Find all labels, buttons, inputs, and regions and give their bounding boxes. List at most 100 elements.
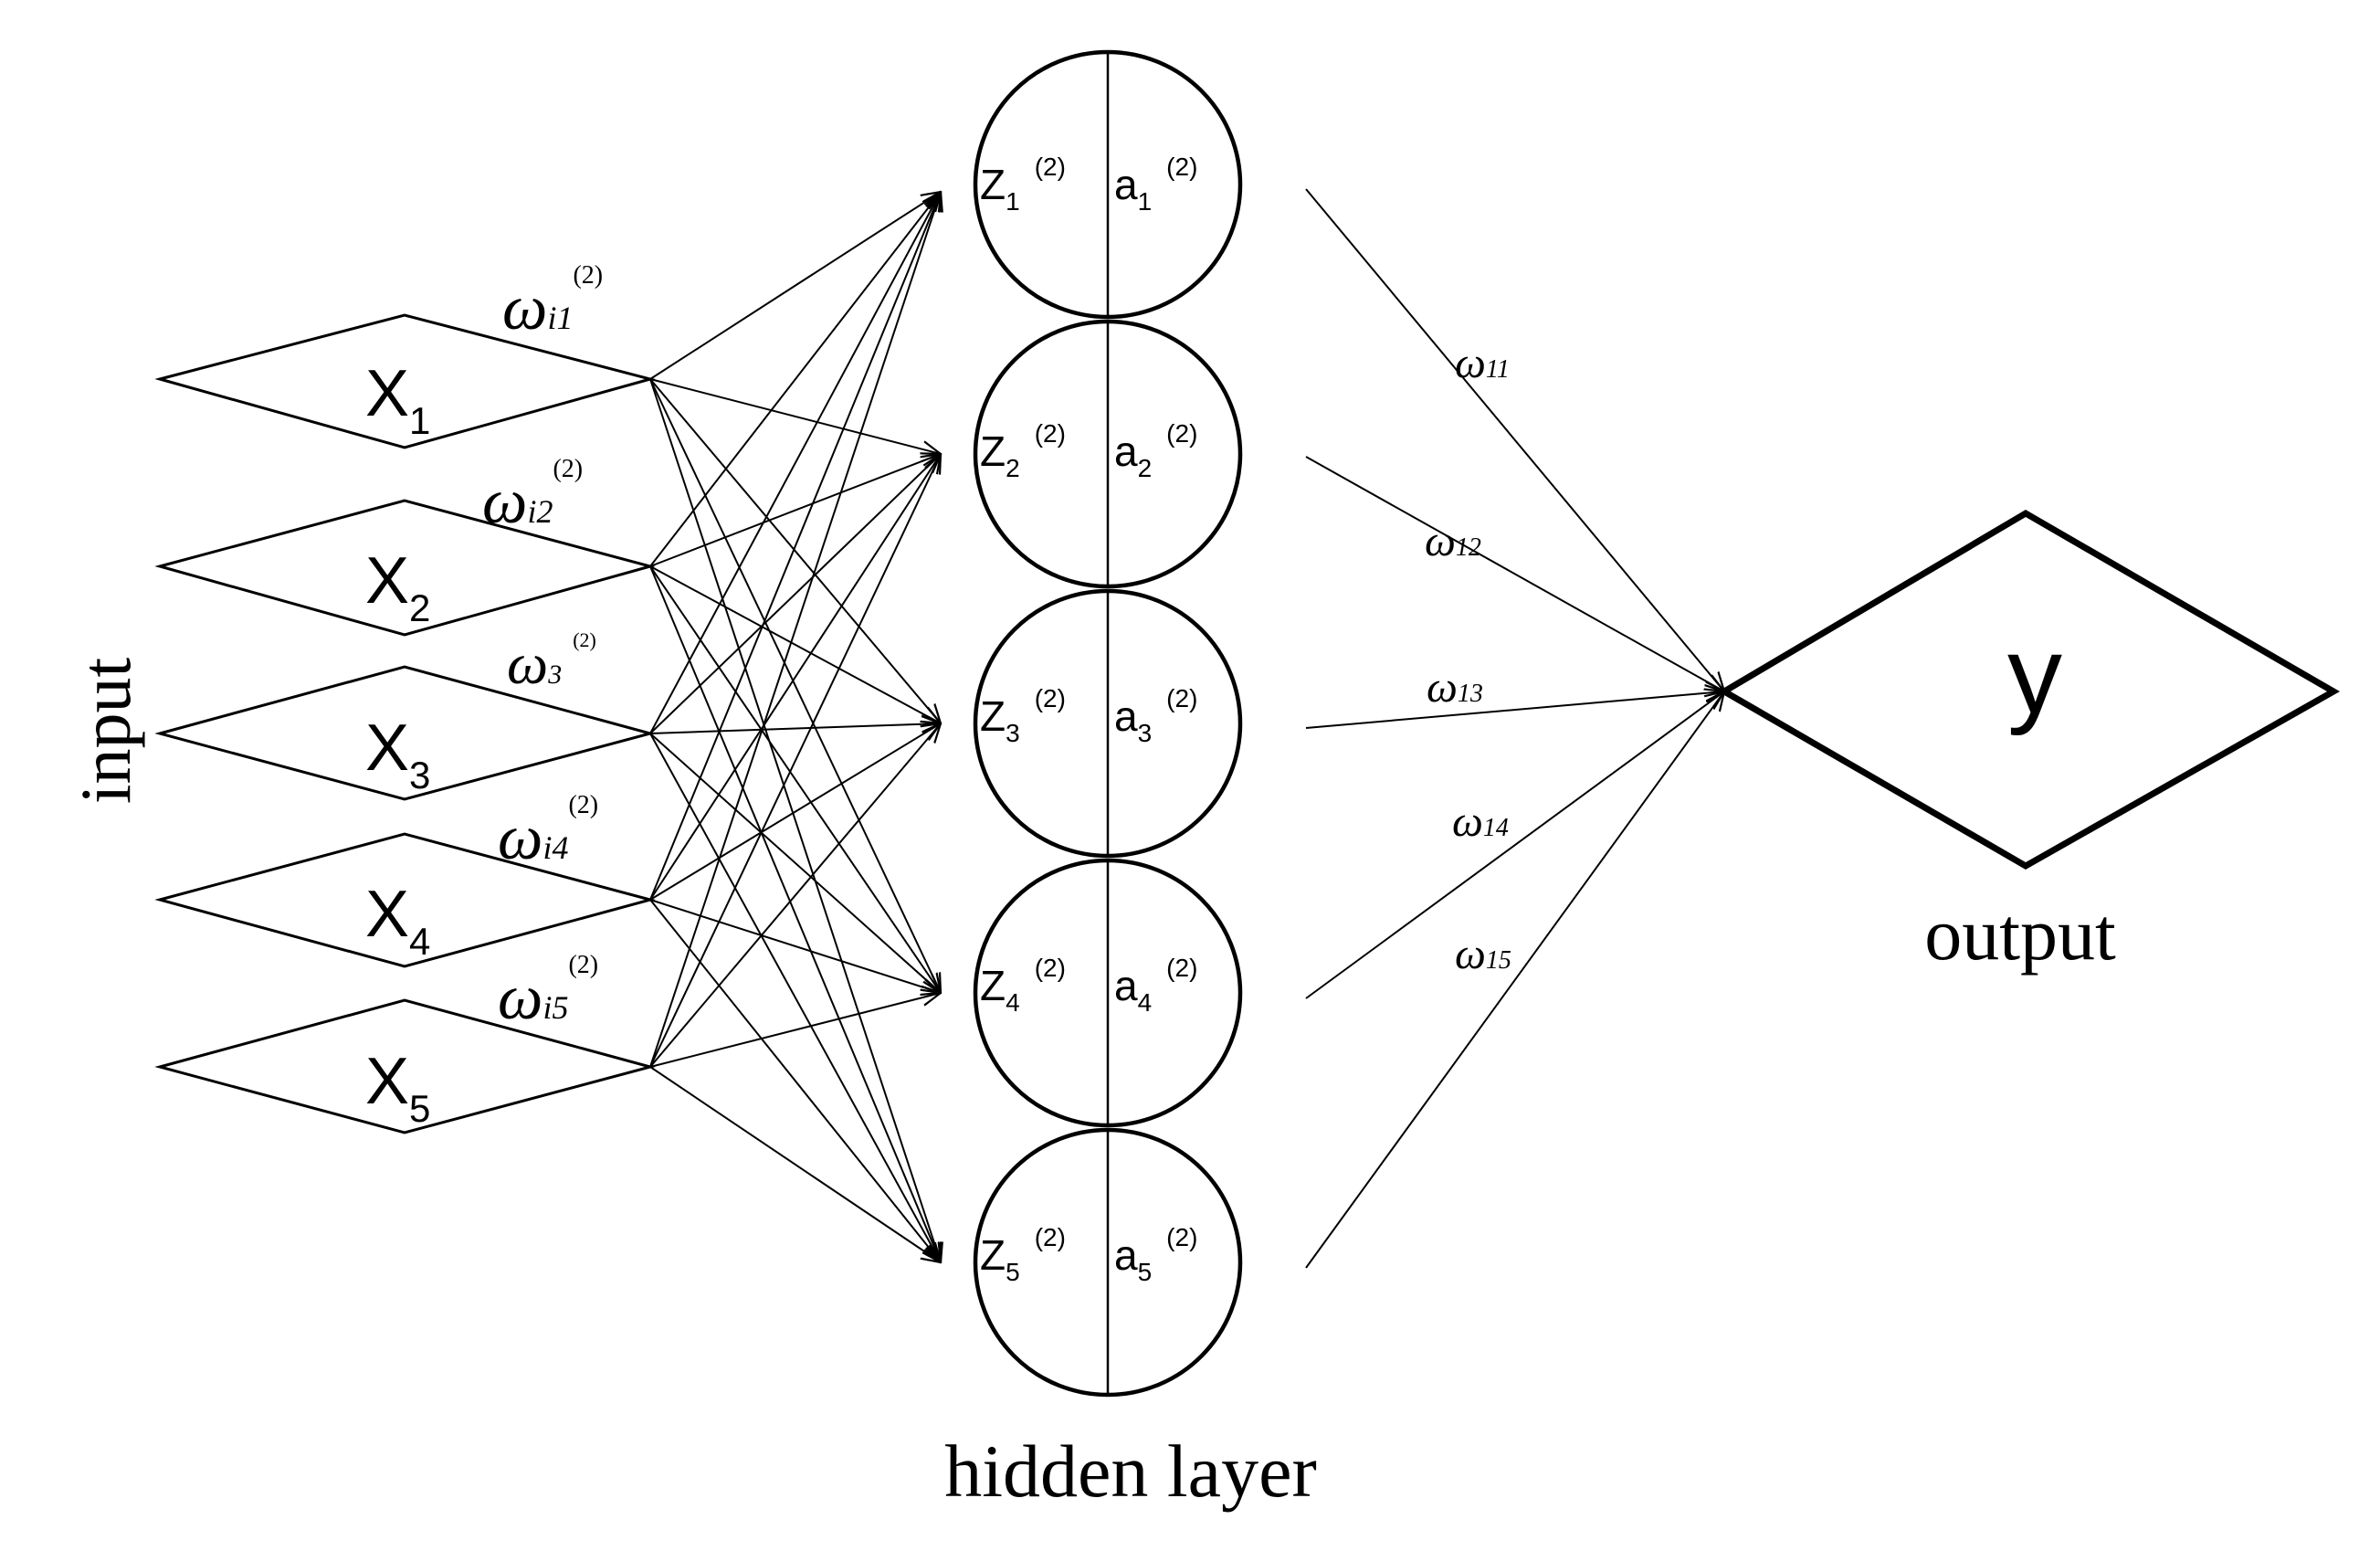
- input-hidden-arrow: [649, 378, 941, 1262]
- svg-text:X3: X3: [365, 712, 430, 797]
- svg-text:X4: X4: [365, 878, 430, 963]
- input-hidden-arrow: [649, 192, 941, 1068]
- input-weight-label: ωi2(2): [482, 455, 583, 537]
- input-diamond: [154, 313, 656, 449]
- input-hidden-arrow: [649, 378, 941, 993]
- a-superscript: (2): [1166, 153, 1197, 181]
- svg-text:X2: X2: [365, 544, 430, 629]
- z-label: Z: [980, 962, 1006, 1009]
- weight-symbol: ω: [482, 467, 527, 537]
- input-hidden-arrow: [649, 723, 941, 1068]
- input-node: X5: [154, 998, 656, 1134]
- input-hidden-arrow: [649, 993, 941, 1068]
- weight-superscript: (2): [553, 455, 583, 483]
- svg-text:a4(2): a4(2): [1114, 954, 1197, 1017]
- a-subscript: 1: [1138, 187, 1153, 216]
- input-node: X2: [154, 499, 656, 637]
- output-node: y: [1718, 509, 2341, 870]
- hidden-output-arrow: [1305, 456, 1724, 691]
- svg-text:X5: X5: [365, 1045, 430, 1130]
- hidden-neuron: Z2(2) a2(2): [973, 319, 1243, 589]
- input-hidden-arrow: [649, 733, 941, 1262]
- weight-subscript: 11: [1486, 355, 1510, 384]
- weight-subscript: 13: [1458, 680, 1483, 708]
- input-hidden-arrow: [649, 565, 941, 993]
- output-weight-label: ω15: [1455, 930, 1511, 978]
- a-subscript: 5: [1138, 1258, 1153, 1286]
- svg-text:Z3(2): Z3(2): [980, 684, 1066, 747]
- z-subscript: 1: [1006, 187, 1020, 216]
- weight-subscript: i1: [547, 300, 573, 336]
- weight-symbol: ω: [1455, 339, 1486, 387]
- a-label: a: [1114, 692, 1138, 740]
- z-superscript: (2): [1035, 419, 1066, 448]
- input-hidden-arrow: [649, 454, 941, 901]
- svg-text:a2(2): a2(2): [1114, 419, 1197, 482]
- hidden-neuron: Z1(2) a1(2): [973, 49, 1243, 320]
- z-label: Z: [980, 427, 1006, 475]
- hidden-output-arrow: [1305, 691, 1724, 1269]
- weight-superscript: (2): [568, 791, 598, 819]
- input-diamond: [154, 499, 656, 637]
- svg-text:a1(2): a1 (2): [1114, 153, 1197, 216]
- input-subscript: 4: [409, 920, 430, 963]
- svg-text:a5(2): a5(2): [1114, 1223, 1197, 1286]
- input-hidden-arrow: [649, 733, 941, 993]
- input-subscript: 1: [409, 399, 430, 442]
- a-label: a: [1114, 161, 1138, 208]
- z-subscript: 4: [1006, 988, 1020, 1017]
- a-label: a: [1114, 427, 1138, 475]
- input-weight-label: ω3(2): [507, 628, 596, 696]
- a-label: a: [1114, 1231, 1138, 1279]
- input-hidden-arrow: [649, 378, 941, 723]
- z-subscript: 2: [1006, 454, 1020, 482]
- input-hidden-arrow: [649, 899, 941, 1262]
- input-diamond: [154, 832, 656, 968]
- input-hidden-arrow: [649, 565, 941, 1262]
- input-label: X: [365, 878, 409, 951]
- hidden-neuron: Z4(2) a4(2): [973, 858, 1243, 1128]
- input-label: X: [365, 544, 409, 617]
- weight-symbol: ω: [507, 631, 548, 696]
- svg-text:Z4(2): Z4 (2): [980, 954, 1066, 1017]
- weight-subscript: i2: [527, 493, 553, 530]
- z-superscript: (2): [1035, 954, 1066, 982]
- a-superscript: (2): [1166, 684, 1197, 712]
- input-hidden-arrow: [649, 899, 941, 993]
- svg-text:a3(2): a3(2): [1114, 684, 1197, 747]
- z-label: Z: [980, 161, 1006, 208]
- weight-symbol: ω: [1455, 930, 1486, 978]
- weight-superscript: (2): [573, 261, 603, 290]
- input-weight-label: ωi5(2): [498, 951, 598, 1033]
- a-subscript: 4: [1138, 988, 1153, 1017]
- input-hidden-arrow: [649, 454, 941, 1068]
- weight-symbol: ω: [498, 963, 542, 1033]
- input-weight-label: ωi4(2): [498, 791, 598, 873]
- weight-symbol: ω: [502, 273, 547, 343]
- input-label: X: [365, 712, 409, 785]
- input-hidden-arrow: [649, 723, 941, 901]
- z-superscript: (2): [1035, 684, 1066, 712]
- input-hidden-arrow: [649, 192, 941, 901]
- input-node: X1: [154, 313, 656, 449]
- input-subscript: 5: [409, 1087, 430, 1130]
- input-subscript: 2: [409, 586, 430, 629]
- hidden-output-arrow: [1305, 188, 1724, 691]
- weight-symbol: ω: [1427, 663, 1458, 712]
- weight-symbol: ω: [1425, 517, 1456, 565]
- output-weight-label: ω14: [1452, 797, 1509, 846]
- output-y-label: y: [2007, 614, 2062, 736]
- weight-symbol: ω: [1452, 797, 1483, 846]
- z-superscript: (2): [1035, 153, 1066, 181]
- input-subscript: 3: [409, 754, 430, 797]
- a-subscript: 2: [1138, 454, 1153, 482]
- input-to-hidden-connections: [649, 192, 941, 1262]
- input-diamond: [154, 665, 656, 801]
- input-node: X4: [154, 832, 656, 968]
- svg-text:Z1(2): Z1 (2): [980, 153, 1066, 216]
- output-weight-label: ω11: [1455, 339, 1510, 387]
- input-hidden-arrow: [649, 454, 941, 567]
- a-superscript: (2): [1166, 954, 1197, 982]
- z-superscript: (2): [1035, 1223, 1066, 1251]
